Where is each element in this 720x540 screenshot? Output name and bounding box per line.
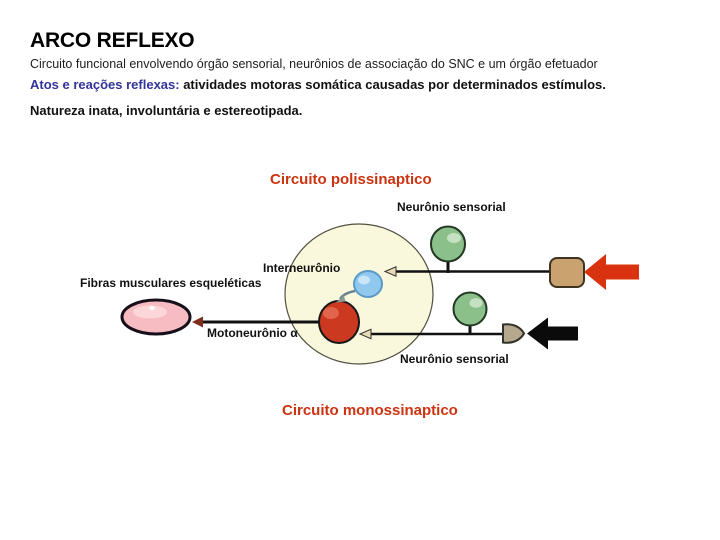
- sensory-neuron-top-highlight: [447, 233, 461, 243]
- muscle-glint: [149, 305, 155, 311]
- label-sensory-neuron-top: Neurônio sensorial: [397, 200, 506, 214]
- axon-terminal-arrowhead-bottom-icon: [358, 328, 372, 340]
- black-stimulus-arrow-icon: [527, 317, 578, 350]
- interneuron-connector-arrowhead-icon: [336, 295, 346, 303]
- reflex-definition-lead: Atos e reações reflexas:: [30, 77, 180, 92]
- label-motoneuron: Motoneurônio α: [207, 326, 298, 340]
- page-title: ARCO REFLEXO: [30, 29, 195, 52]
- label-sensory-neuron-bottom: Neurônio sensorial: [400, 352, 509, 366]
- label-interneuron: Interneurônio: [263, 261, 341, 275]
- muscle-highlight: [133, 305, 167, 319]
- sensory-neuron-bottom-highlight: [469, 298, 483, 308]
- red-stimulus-arrow-icon: [584, 254, 639, 290]
- motoneuron-soma: [318, 300, 360, 344]
- receptor-dome: [502, 323, 526, 344]
- reflex-definition-body: atividades motoras somática causadas por…: [179, 77, 606, 92]
- sensory-neuron-soma-bottom: [452, 291, 488, 327]
- interneuron-highlight: [358, 275, 370, 285]
- label-muscle-fibers: Fibras musculares esqueléticas: [80, 276, 262, 290]
- effector-box: [549, 257, 585, 288]
- reflex-definition-line: Atos e reações reflexas: atividades moto…: [30, 77, 606, 92]
- polysynaptic-heading: Circuito polissinaptico: [270, 171, 432, 188]
- sensory-neuron-soma-top: [430, 225, 466, 263]
- nature-text: Natureza inata, involuntária e estereoti…: [30, 103, 303, 118]
- motor-axon-terminal-arrowhead-icon: [192, 316, 203, 328]
- motoneuron-highlight: [323, 307, 339, 319]
- monosynaptic-heading: Circuito monossinaptico: [282, 402, 458, 419]
- interneuron-connector: [338, 289, 356, 300]
- subtitle-text: Circuito funcional envolvendo órgão sens…: [30, 57, 598, 71]
- interneuron-soma: [353, 270, 383, 298]
- axon-terminal-arrowhead-top-icon: [383, 266, 397, 277]
